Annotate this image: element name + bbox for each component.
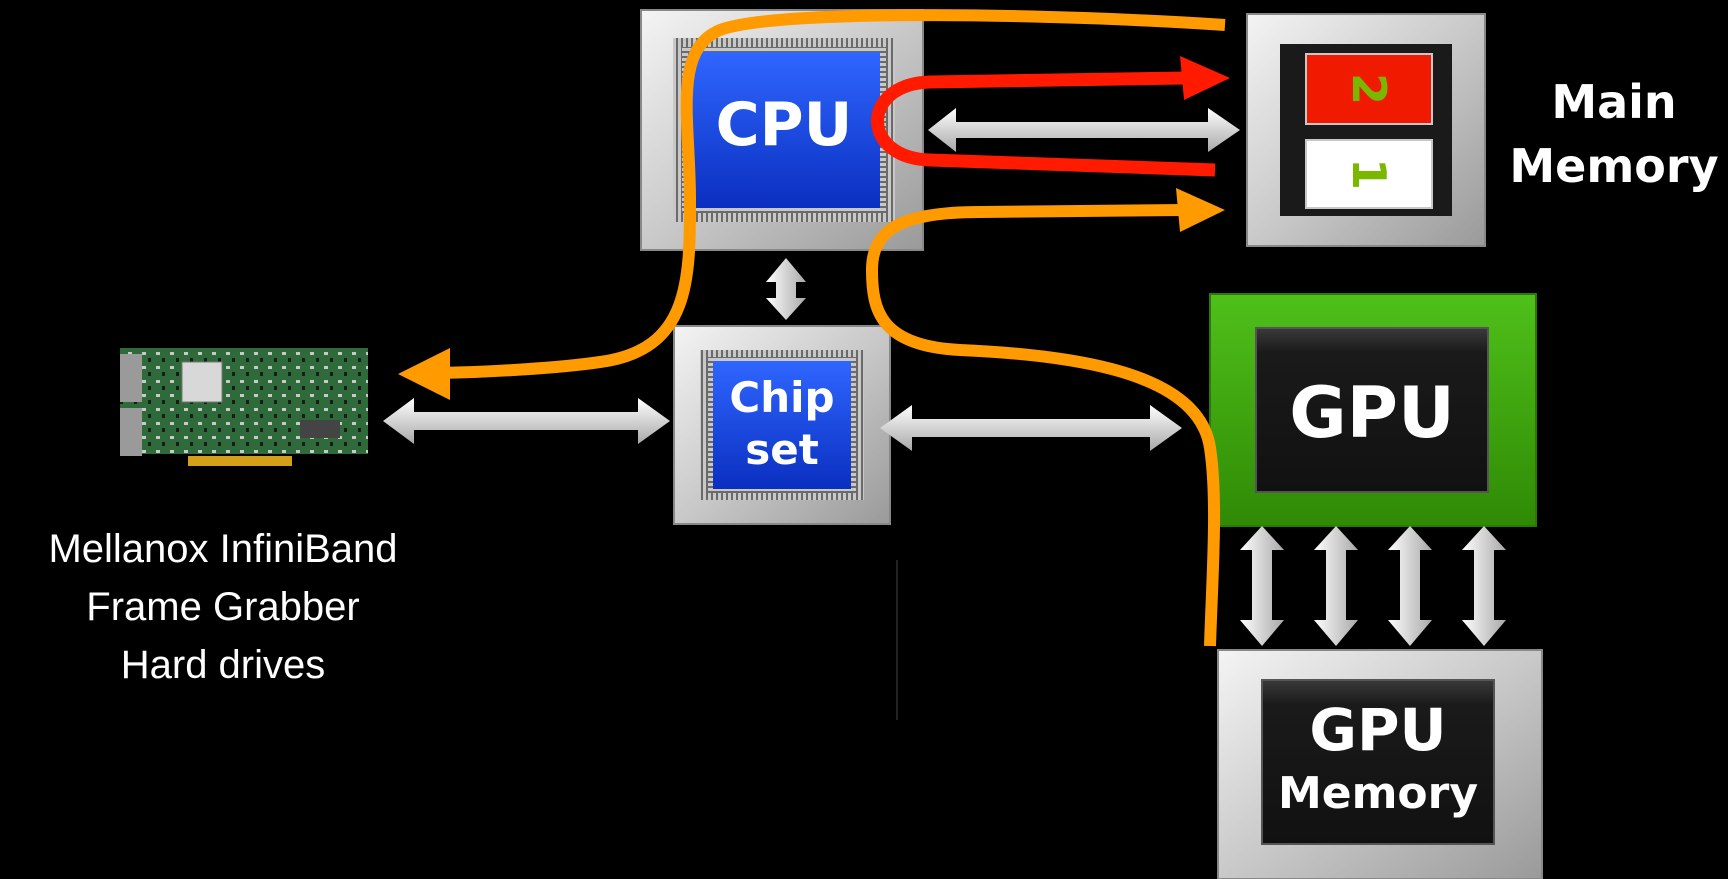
memory-slot-1	[1305, 139, 1433, 209]
gpu-label: GPU	[1289, 372, 1455, 454]
gpu-memory-block	[1217, 649, 1543, 879]
device-label: Mellanox InfiniBand Frame Grabber Hard d…	[0, 520, 446, 694]
device-label-line3: Hard drives	[120, 643, 326, 687]
cpu-block	[640, 9, 924, 251]
red-data-path	[871, 56, 1230, 177]
gpu-memory-label-line2: Memory	[1277, 768, 1479, 819]
chipset-label-line2: set	[745, 425, 819, 474]
pcie-card-icon	[120, 348, 368, 466]
gpu-memory-label: GPU Memory	[1262, 698, 1494, 826]
chipset-label: Chip set	[713, 372, 851, 476]
main-memory-block	[1246, 13, 1486, 247]
main-memory-label-line1: Main	[1551, 75, 1677, 129]
memory-slot-1-label: 1	[1342, 157, 1396, 190]
chipset-label-line1: Chip	[729, 373, 835, 422]
gpu-block	[1209, 293, 1537, 527]
cpu-label: CPU	[715, 90, 853, 160]
main-memory-label-line2: Memory	[1509, 139, 1719, 193]
bus-arrows	[383, 108, 1506, 646]
device-label-line1: Mellanox InfiniBand	[48, 527, 398, 571]
memory-slot-2	[1305, 53, 1433, 125]
chipset-block	[673, 325, 891, 525]
orange-data-path	[398, 9, 1226, 647]
main-memory-label: Main Memory	[1500, 70, 1728, 198]
gpu-memory-label-line1: GPU	[1309, 696, 1447, 764]
device-label-line2: Frame Grabber	[86, 585, 360, 629]
